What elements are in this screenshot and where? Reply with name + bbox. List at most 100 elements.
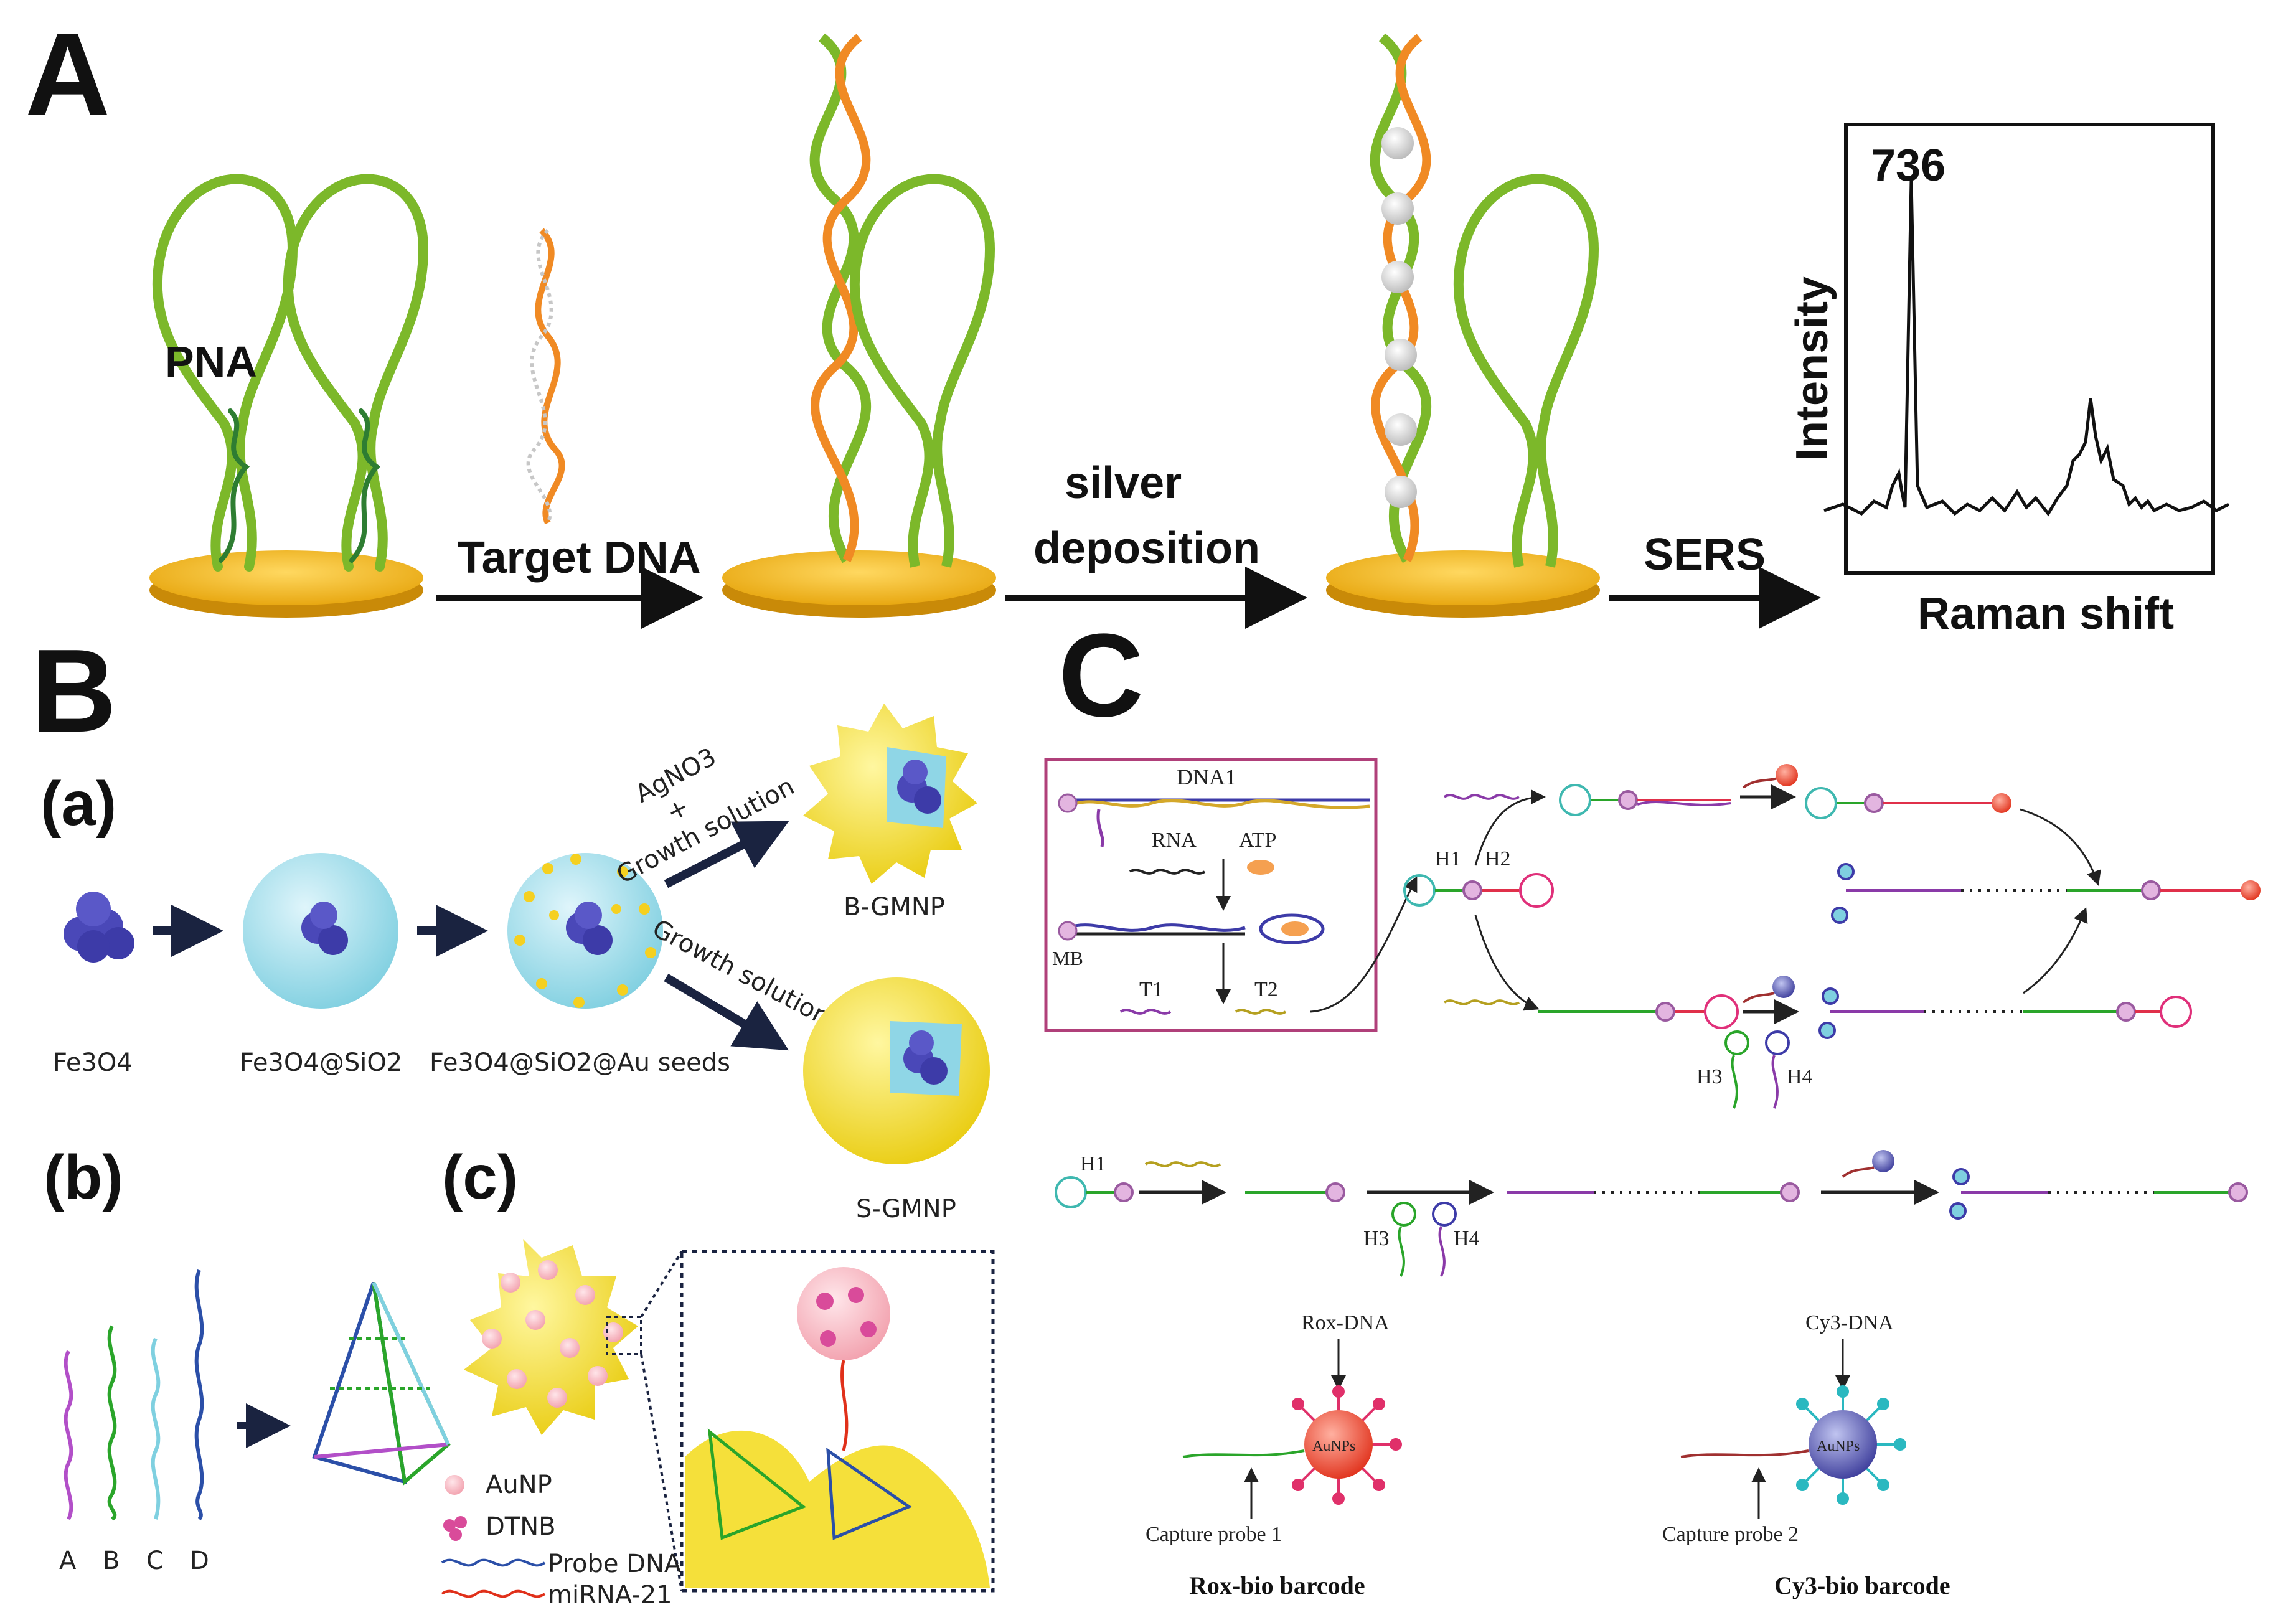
target-dna [526, 228, 565, 525]
t1-strand [1119, 1009, 1172, 1015]
arrow-to-bgmnp [664, 821, 789, 888]
spectrum-peak-label: 736 [1871, 141, 1945, 191]
zoom-box-large [680, 1250, 995, 1593]
cy3-barcode: AuNPs [1680, 1385, 1906, 1505]
t2-strand [1235, 1009, 1287, 1015]
subpanel-b: (b) [44, 1142, 123, 1212]
spectrum-xlabel: Raman shift [1917, 589, 2174, 639]
label-sgmnp: S-GMNP [856, 1195, 956, 1223]
arrow-lower-1 [1474, 915, 1540, 1011]
label-capture1: Capture probe 1 [1146, 1523, 1282, 1546]
subpanel-c: (c) [442, 1142, 518, 1212]
label-h4-row2: H4 [1454, 1227, 1480, 1250]
au-seed-particle [507, 853, 663, 1009]
row2-complex-3 [1949, 1168, 2248, 1220]
pna-label: PNA [165, 337, 257, 386]
row2-complex-2 [1507, 1182, 1800, 1202]
label-capture2: Capture probe 2 [1662, 1523, 1799, 1546]
legend-probe: Probe DNA [548, 1550, 682, 1578]
label-rna: RNA [1152, 829, 1197, 852]
label-rox-barcode: Rox-bio barcode [1189, 1571, 1365, 1599]
upper-purple-strand [1443, 794, 1520, 800]
s-gmnp-particle [803, 977, 990, 1164]
spectrum-ylabel: Intensity [1787, 276, 1837, 461]
panel-label-a: A [25, 9, 110, 141]
step-target-dna: Target DNA [458, 533, 701, 583]
sers-nanoparticle [464, 1239, 638, 1435]
arrow-to-sgmnp [664, 973, 789, 1051]
step-sers: SERS [1644, 530, 1766, 580]
rox-probe-icon [1742, 764, 1798, 789]
row2-yellow-strand [1144, 1161, 1221, 1167]
legend-dtnb: DTNB [486, 1512, 556, 1541]
cy3-aunps: AuNPs [1817, 1438, 1860, 1454]
silver-particles [1381, 127, 1417, 508]
gold-plate-2 [722, 550, 996, 618]
mb-bead-1 [1058, 793, 1078, 813]
label-h2: H2 [1485, 847, 1511, 870]
strand-a-label: A [59, 1547, 77, 1575]
arrow-upper-1 [1474, 789, 1546, 866]
label-cy3-dna: Cy3-DNA [1805, 1311, 1894, 1334]
label-h1-row2: H1 [1080, 1152, 1106, 1175]
label-bgmnp: B-GMNP [844, 893, 945, 921]
pna-hairpin-2 [283, 174, 429, 572]
cy3-probe-icon-2 [1842, 1150, 1894, 1178]
zoom-line-bottom [640, 1354, 683, 1591]
zoom-line-top [640, 1250, 683, 1318]
upper-complex-1 [1559, 784, 1731, 816]
legend-c: AuNP DTNB Probe DNA miRNA-21 [441, 1471, 682, 1609]
label-cy3-barcode: Cy3-bio barcode [1774, 1571, 1950, 1599]
step-silver: silver [1065, 458, 1182, 508]
lower-complex-1 [1538, 994, 1739, 1029]
dna-tetrahedron [312, 1281, 451, 1486]
dna-strands [64, 1269, 204, 1521]
gold-plate-3 [1326, 550, 1600, 618]
arrow-lower-right [2023, 907, 2088, 994]
label-fe3o4: Fe3O4 [53, 1048, 133, 1077]
label-t1: T1 [1139, 978, 1163, 1001]
arrow-to-h1 [1310, 876, 1418, 1013]
b-gmnp-particle [803, 704, 977, 884]
spectrum-trace [1823, 180, 2230, 517]
h1-row2-probe [1055, 1176, 1134, 1208]
label-t2: T2 [1254, 978, 1278, 1001]
step-deposition: deposition [1033, 524, 1260, 573]
lower-complex-2 [1818, 987, 2192, 1039]
pna-hairpin-4 [1453, 174, 1599, 568]
pna-hairpin-1 [152, 174, 298, 572]
label-dna1: DNA1 [1177, 765, 1236, 789]
rox-barcode: AuNPs [1182, 1385, 1402, 1505]
subpanel-a: (a) [40, 769, 116, 839]
label-h3-row2: H3 [1363, 1227, 1390, 1250]
h1-h2-probe [1403, 873, 1554, 908]
pna-hairpin-3 [849, 174, 995, 568]
reagent-plus: + [662, 792, 694, 827]
reagent-growth-bottom: Growth solution [647, 914, 835, 1032]
row2-complex-1 [1245, 1182, 1345, 1202]
arrow-upper-right [2020, 808, 2101, 886]
duplex-dna [809, 33, 872, 563]
inset-box [1044, 758, 1378, 1032]
strand-c-label: C [146, 1547, 164, 1575]
label-rox-dna: Rox-DNA [1301, 1311, 1390, 1334]
atp-icon [1247, 860, 1274, 875]
strand-b-label: B [103, 1547, 120, 1575]
label-atp: ATP [1239, 829, 1276, 852]
fe3o4-cluster [64, 892, 134, 963]
zoom-box-small [606, 1316, 642, 1355]
panel-label-b: B [31, 625, 116, 757]
legend-aunp: AuNP [486, 1471, 552, 1499]
upper-complex-2 [1805, 787, 2011, 819]
h3-h4-hairpins-1 [1724, 1030, 1790, 1109]
cy3-probe-icon [1742, 976, 1795, 1004]
fe3o4-sio2-particle [243, 853, 398, 1009]
label-h1: H1 [1435, 847, 1461, 870]
label-h3: H3 [1696, 1065, 1723, 1088]
zoom-inset [685, 1267, 990, 1588]
mb-bead-2 [1058, 921, 1078, 941]
strand-d-label: D [190, 1547, 209, 1575]
lower-yellow-strand [1443, 999, 1520, 1005]
dna1-duplex [1066, 798, 1370, 847]
